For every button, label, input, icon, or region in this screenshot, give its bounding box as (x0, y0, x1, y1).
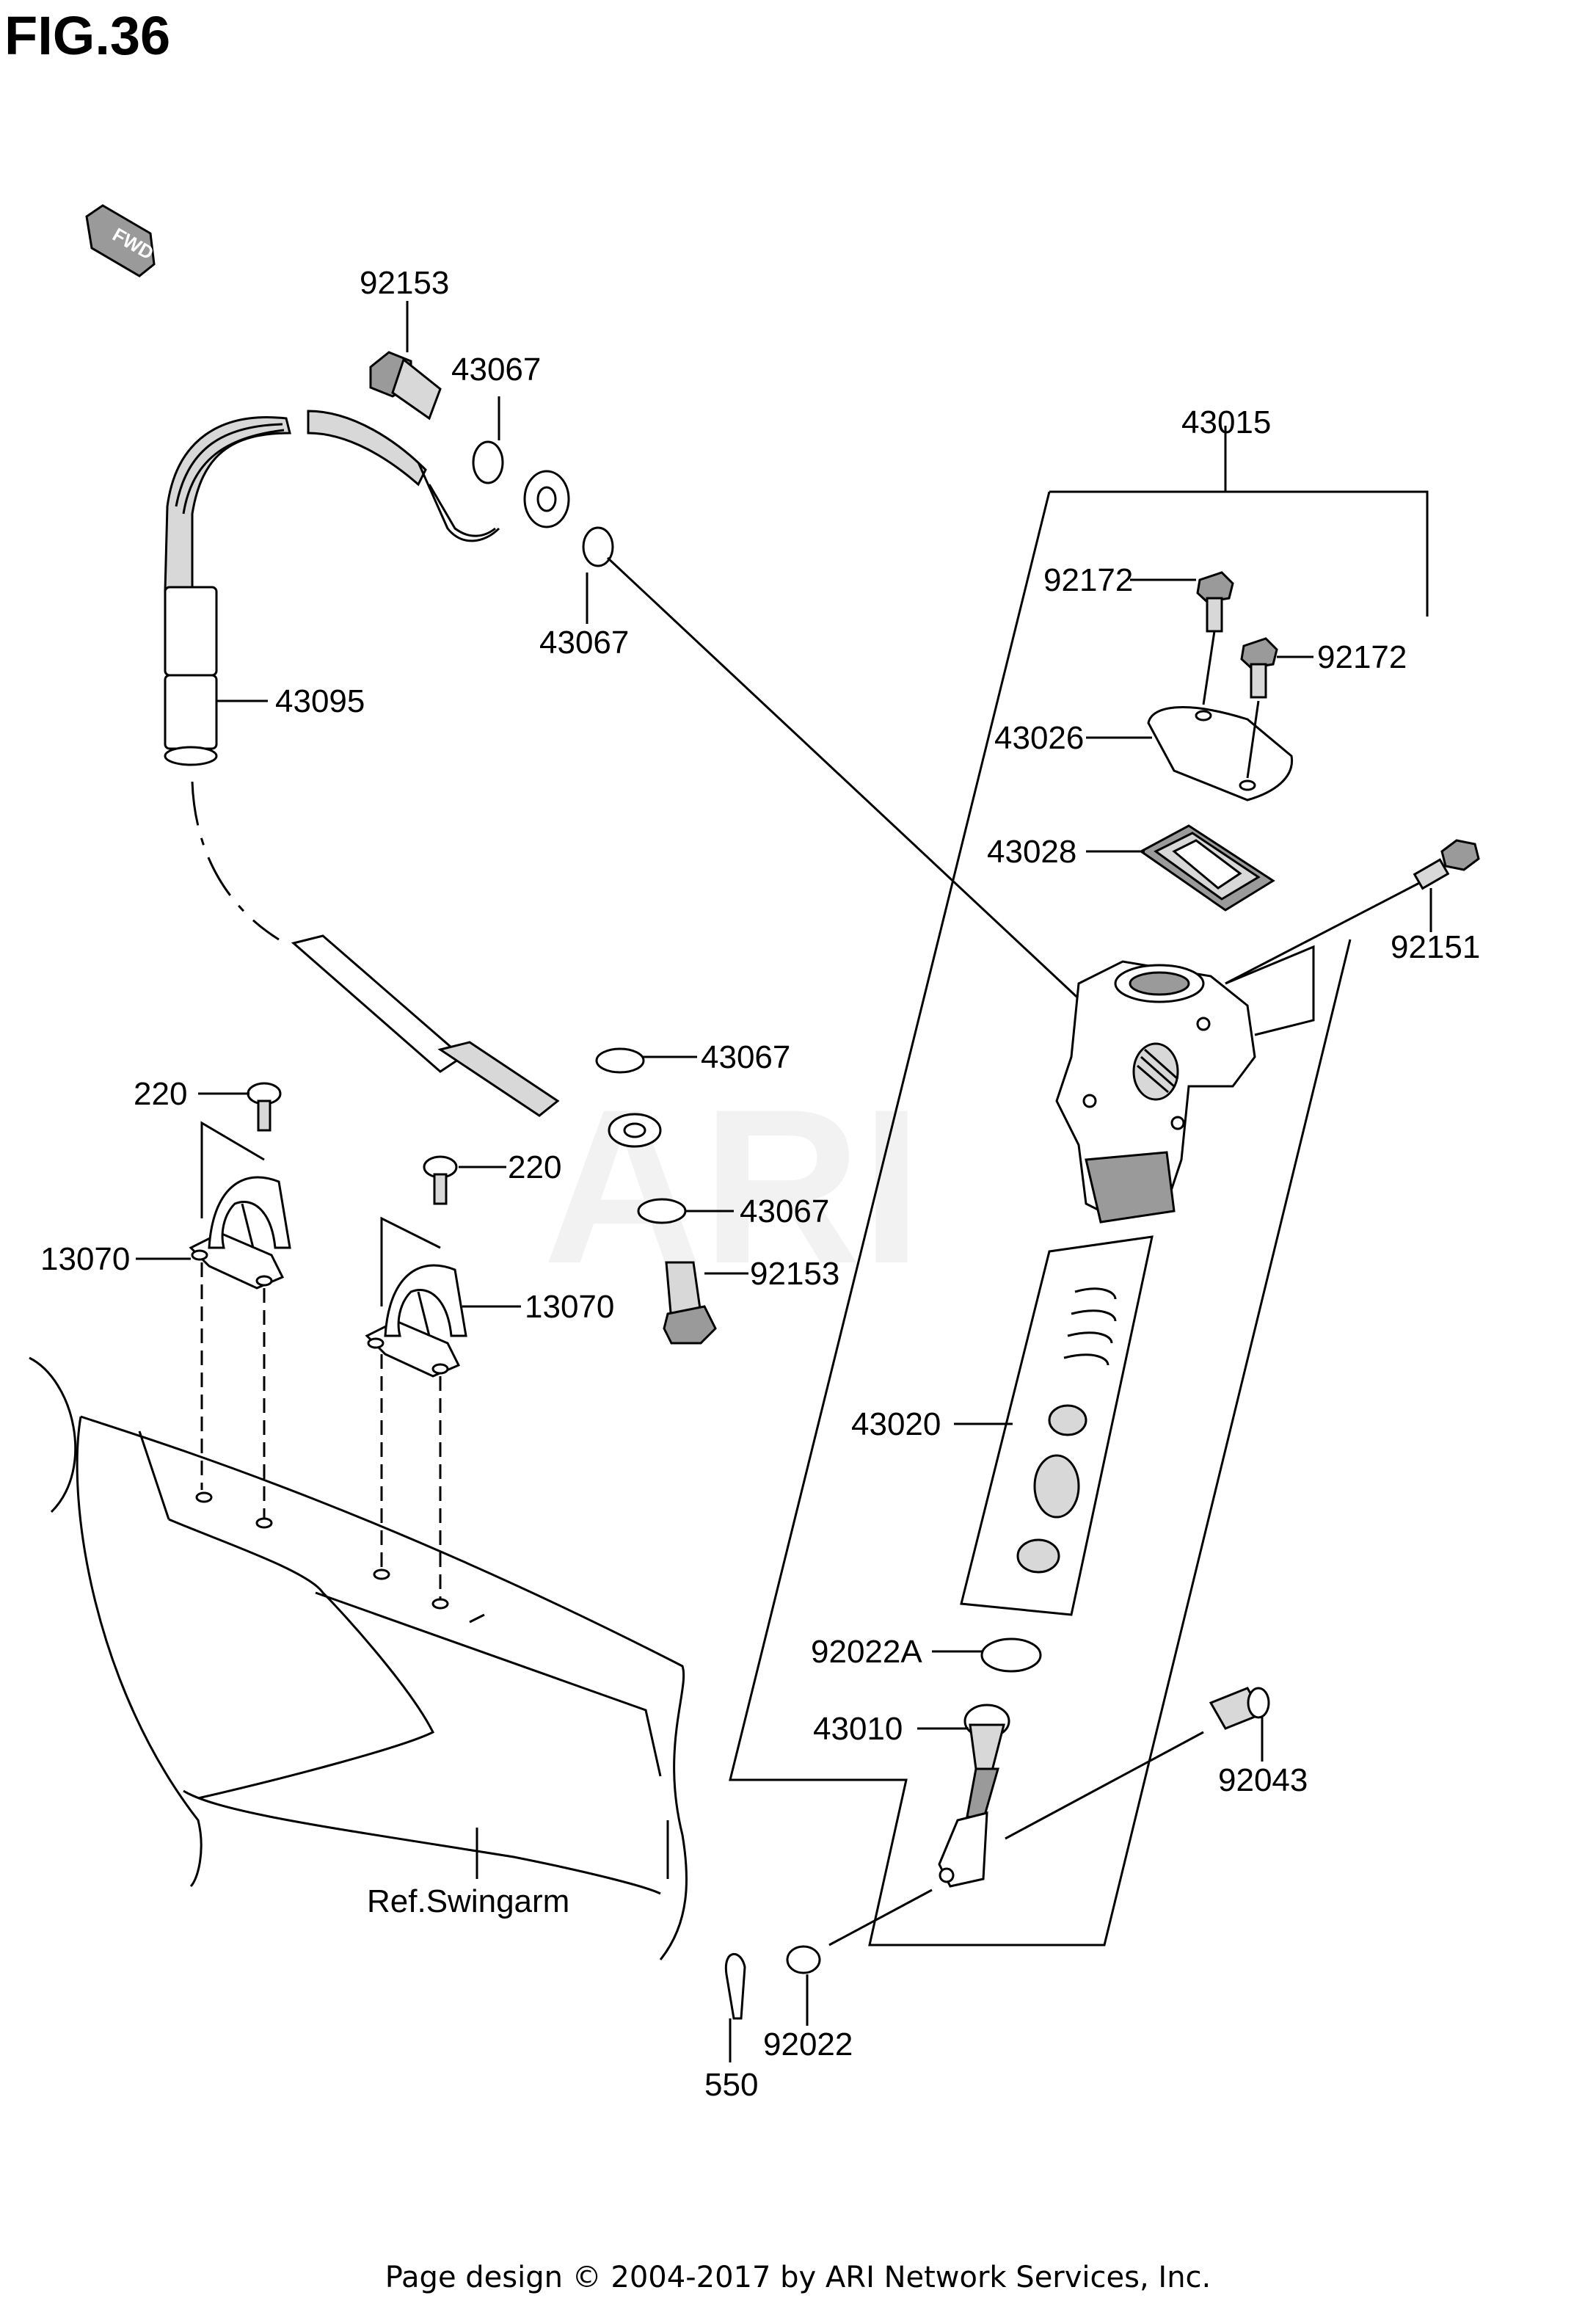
label-92022A: 92022A (811, 1634, 922, 1670)
label-43028: 43028 (987, 834, 1076, 870)
label-43067-d: 43067 (740, 1193, 829, 1229)
washer-43067-a (472, 440, 504, 484)
circlip-92022A (980, 1637, 1042, 1673)
banjo-bolt-92153-bottom (663, 1261, 717, 1345)
footer-copyright: Page design © 2004-2017 by ARI Network S… (385, 2261, 1211, 2294)
reservoir-cap-43026 (1147, 706, 1294, 801)
label-220-b: 220 (508, 1149, 561, 1185)
master-cylinder-body (1055, 960, 1256, 1224)
label-92153-bottom: 92153 (750, 1256, 839, 1292)
label-13070-b: 13070 (525, 1289, 614, 1325)
washer-43067-b (582, 526, 614, 567)
label-92172-a: 92172 (1043, 562, 1133, 598)
label-43067-c: 43067 (701, 1039, 790, 1075)
label-13070-a: 13070 (40, 1241, 130, 1277)
label-ref-swingarm: Ref.Swingarm (367, 1883, 569, 1919)
label-92043: 92043 (1218, 1762, 1308, 1798)
diaphragm-43028 (1139, 824, 1275, 912)
label-220-a: 220 (134, 1076, 187, 1112)
label-43015: 43015 (1181, 404, 1271, 440)
swingarm-outline (29, 1356, 688, 1960)
screw-220-a (247, 1082, 282, 1132)
clamp-13070-a (189, 1176, 291, 1290)
fwd-arrow-icon: FWD (85, 204, 158, 277)
screw-220-b (423, 1155, 458, 1205)
bolt-92151 (1413, 839, 1480, 890)
label-92151: 92151 (1391, 929, 1480, 965)
label-43067-b: 43067 (539, 625, 629, 661)
figure-title: FIG.36 (4, 5, 171, 66)
watermark: ARI (543, 1063, 922, 1309)
clamp-13070-b (365, 1264, 467, 1378)
banjo-bolt-92153-top (369, 351, 442, 421)
assembly-43015-outline (729, 426, 1429, 1946)
pin-92043 (1209, 1687, 1270, 1730)
label-43010: 43010 (813, 1711, 903, 1747)
label-92153-top: 92153 (360, 265, 449, 301)
bolt-92172-b (1240, 637, 1278, 699)
washer-92022 (786, 1945, 821, 1974)
pushrod-43010 (938, 1704, 1010, 1888)
piston-kit-43020 (960, 1235, 1154, 1616)
brake-hose-43095 (164, 410, 662, 1148)
cotter-pin-550 (724, 1953, 746, 2020)
washer-43067-c (595, 1047, 645, 1074)
label-43026: 43026 (994, 720, 1084, 756)
label-92022: 92022 (763, 2026, 853, 2062)
label-92172-b: 92172 (1317, 639, 1407, 675)
label-43095: 43095 (275, 683, 365, 719)
label-550: 550 (704, 2067, 758, 2103)
leader-lines (136, 301, 1432, 2062)
washer-43067-d (637, 1198, 687, 1224)
label-43020: 43020 (851, 1406, 941, 1442)
label-43067-a: 43067 (451, 352, 541, 388)
bolt-92172-a (1196, 571, 1234, 633)
